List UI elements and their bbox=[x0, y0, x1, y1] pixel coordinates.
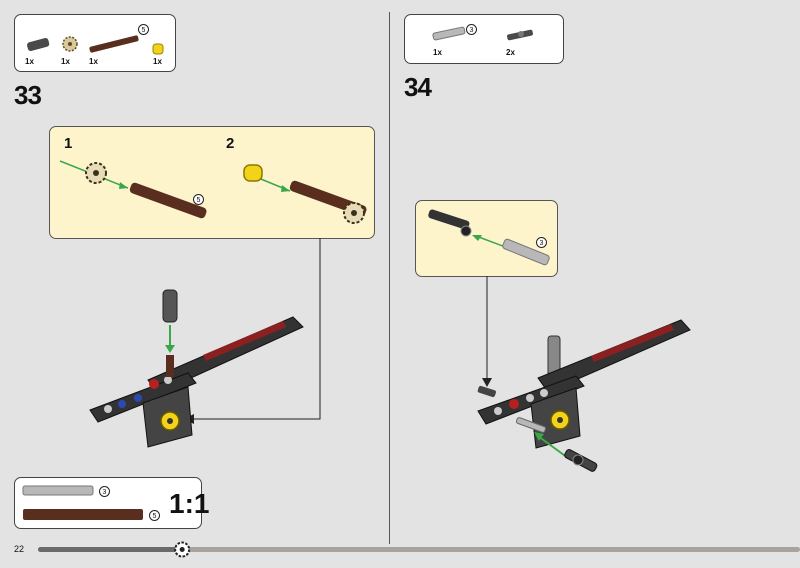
step-number: 33 bbox=[14, 80, 42, 110]
substep-number: 2 bbox=[226, 135, 235, 152]
step34-parts-list: 3 1x 2x bbox=[404, 14, 564, 64]
brown-axle-icon bbox=[23, 509, 143, 520]
part-qty: 1x bbox=[89, 57, 98, 66]
axle-length-badge: 3 bbox=[99, 486, 110, 497]
callout-connector-line bbox=[482, 276, 492, 387]
axle-length-badge: 3 bbox=[536, 237, 547, 248]
part-qty: 2x bbox=[506, 48, 515, 57]
brown-axle-icon bbox=[89, 35, 139, 53]
yellow-bush-icon bbox=[152, 43, 164, 55]
scale-reference-box: 3 5 1:1 bbox=[14, 477, 209, 529]
page-number: 22 bbox=[14, 544, 25, 554]
step33-model-illustration bbox=[89, 289, 304, 448]
axle-length-badge: 5 bbox=[193, 194, 204, 205]
column-divider bbox=[389, 12, 390, 544]
axle-length-badge: 5 bbox=[149, 510, 160, 521]
substep-number: 1 bbox=[64, 135, 73, 152]
progress-track bbox=[38, 547, 800, 552]
part-qty: 1x bbox=[25, 57, 34, 66]
grey-axle-icon bbox=[432, 26, 466, 41]
part-qty: 1x bbox=[433, 48, 442, 57]
step33-parts-list: 5 1x 1x 1x 1x bbox=[14, 14, 176, 72]
part-qty: 1x bbox=[61, 57, 70, 66]
progress-fill bbox=[38, 547, 183, 552]
part-qty: 1x bbox=[153, 57, 162, 66]
step33-sub-assembly-callout: 1 2 5 bbox=[49, 126, 375, 239]
progress-bar bbox=[38, 541, 800, 558]
grey-axle-icon bbox=[22, 485, 94, 496]
progress-gear-icon bbox=[174, 541, 191, 558]
step34-model-illustration bbox=[477, 319, 691, 472]
axle-length-badge: 5 bbox=[138, 24, 149, 35]
dark-grey-pin-icon bbox=[27, 37, 50, 52]
substep2-illustration bbox=[243, 164, 367, 224]
step34-sub-assembly-callout: 3 bbox=[415, 200, 558, 277]
step-number: 34 bbox=[404, 72, 432, 102]
tan-gear-icon bbox=[62, 36, 78, 52]
axle-length-badge: 3 bbox=[466, 24, 477, 35]
substep1-illustration bbox=[59, 160, 207, 219]
scale-label: 1:1 bbox=[169, 488, 210, 519]
dark-grey-axle-pin-icon bbox=[507, 29, 533, 41]
callout-illustration bbox=[428, 209, 550, 266]
